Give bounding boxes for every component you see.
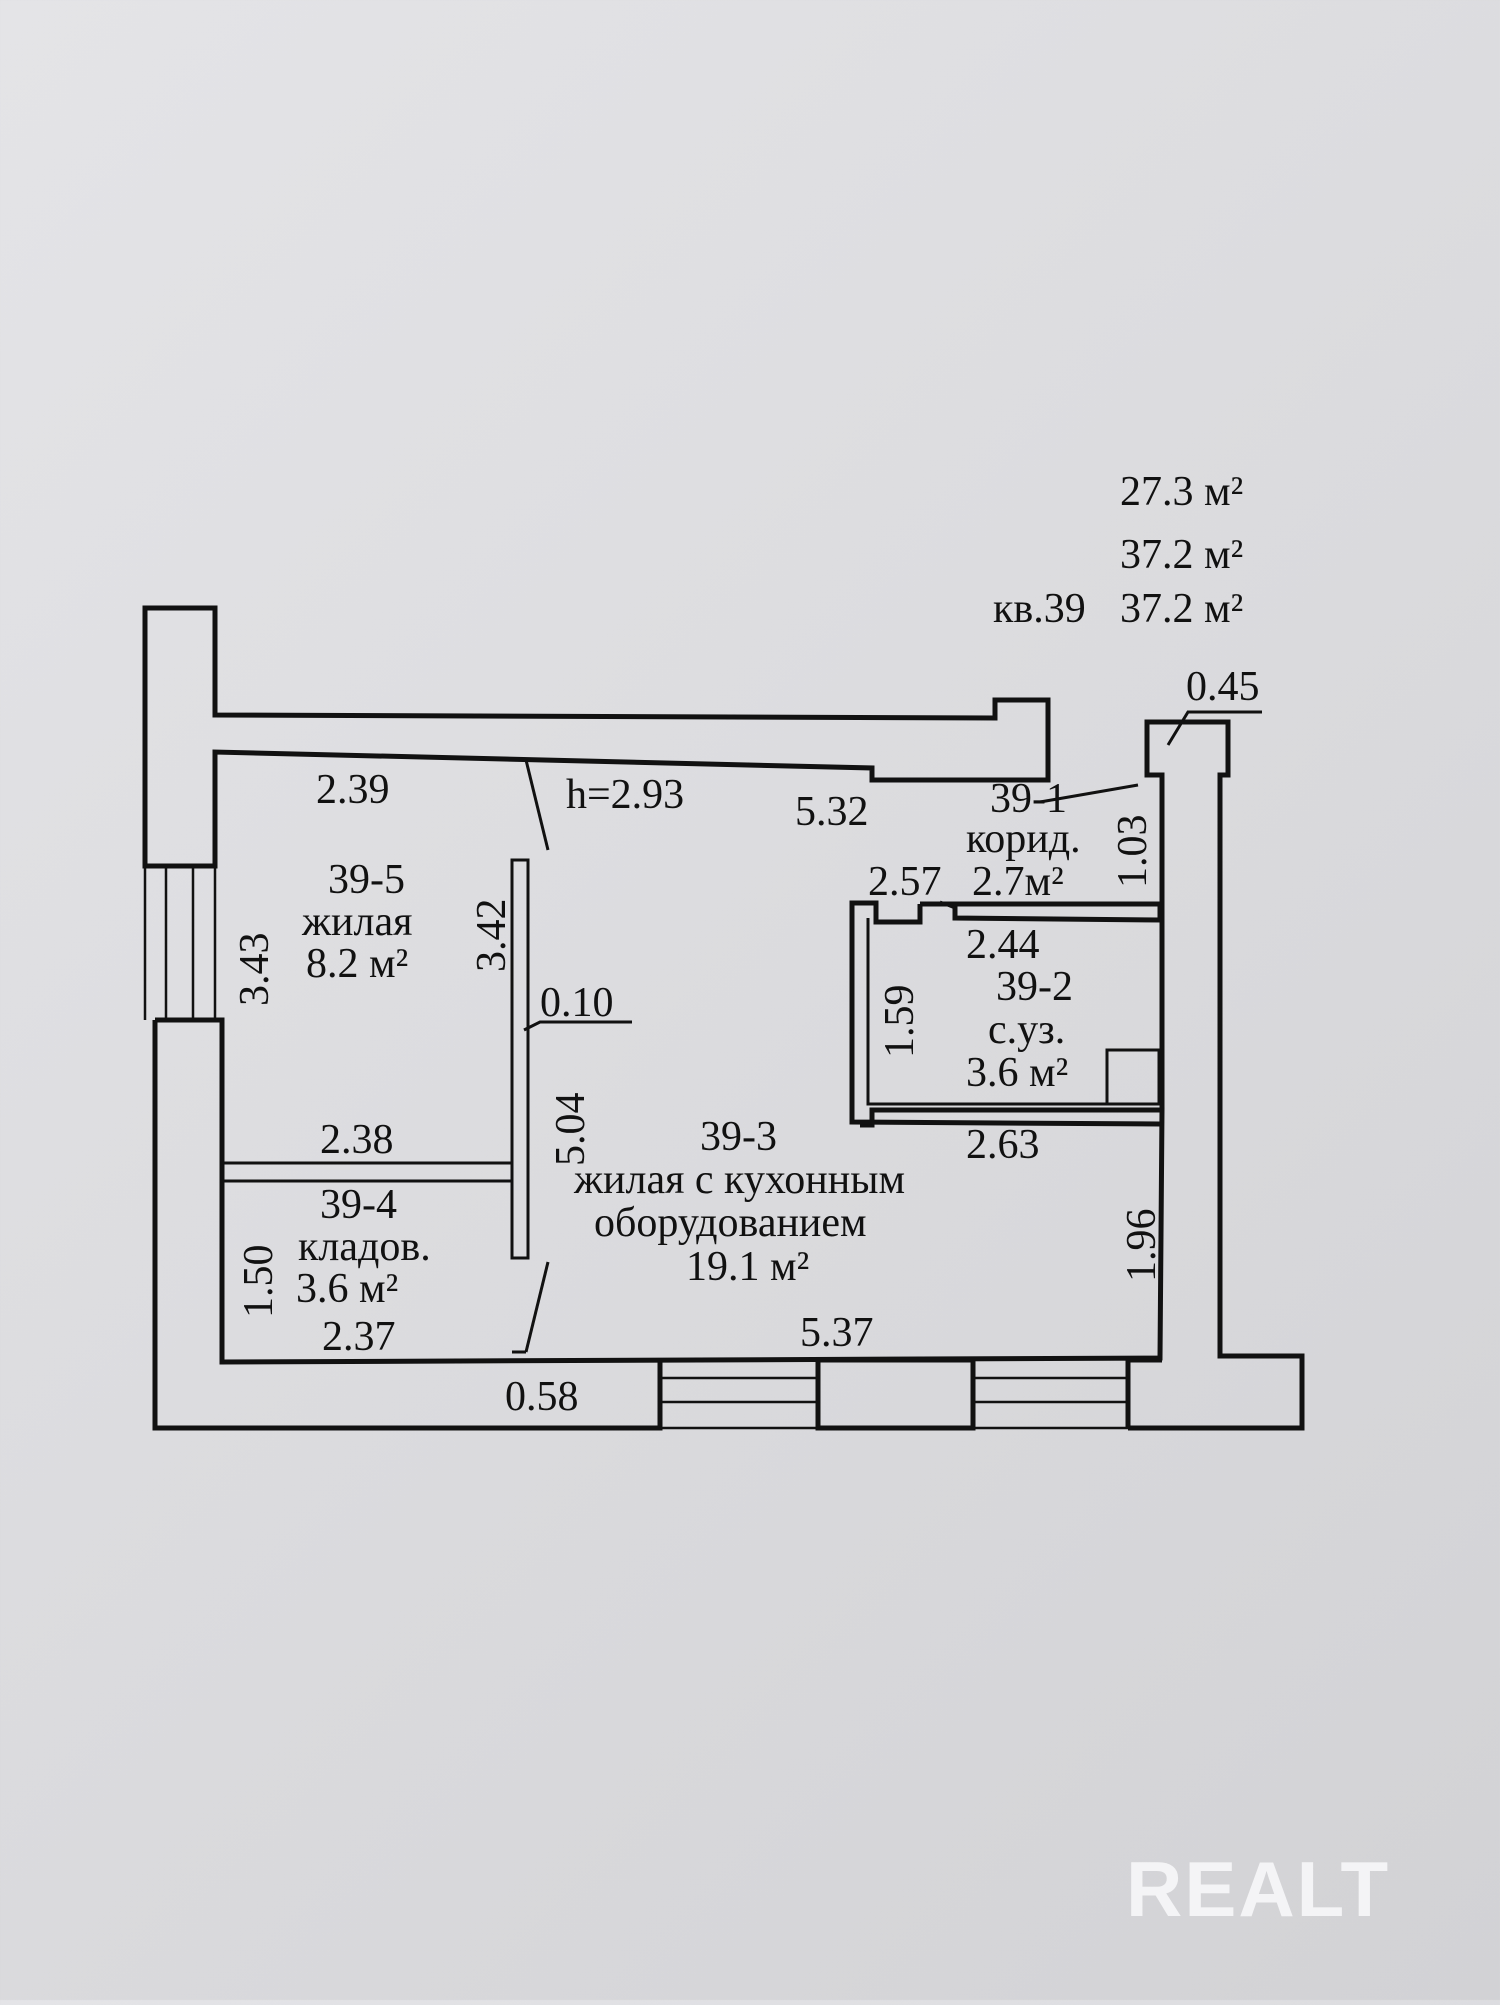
room-39-3-area: 19.1 м² [686, 1244, 809, 1290]
dim-1-59: 1.59 [877, 985, 923, 1059]
room-39-1-id: 39-1 [990, 776, 1067, 822]
dim-5-04: 5.04 [548, 1093, 594, 1167]
room-39-4-name: кладов. [298, 1224, 431, 1270]
apartment-label: кв.39 [993, 586, 1086, 632]
dim-2-37: 2.37 [322, 1314, 396, 1360]
room-39-2-name: с.уз. [988, 1007, 1065, 1053]
dim-2-57: 2.57 [868, 859, 942, 905]
dim-1-96: 1.96 [1119, 1209, 1165, 1283]
wall-bottom-exterior [152, 1020, 663, 1431]
window-bottom-1 [660, 1376, 818, 1430]
wall-right [1125, 719, 1305, 1431]
apartment-area: 37.2 м² [1120, 586, 1243, 632]
wall-storage-top [220, 1161, 514, 1183]
wall-top-left-stub [142, 605, 1051, 869]
dim-0-45: 0.45 [1186, 664, 1260, 710]
door-lower [512, 1261, 550, 1354]
room-39-3-name-line1: жилая с кухонным [573, 1157, 905, 1203]
dim-0-58: 0.58 [505, 1374, 579, 1420]
total-area: 37.2 м² [1120, 532, 1243, 578]
wall-bottom-pier [815, 1357, 976, 1431]
wall-partition-vertical [510, 858, 530, 1260]
dim-2-63: 2.63 [966, 1122, 1040, 1168]
door-upper [512, 758, 550, 851]
leader-0-45 [1166, 710, 1262, 746]
dim-3-42: 3.42 [469, 899, 515, 973]
room-39-4-area: 3.6 м² [296, 1266, 398, 1312]
room-39-5-area: 8.2 м² [306, 941, 408, 987]
dim-5-32: 5.32 [795, 789, 869, 835]
room-39-5-name: жилая [301, 899, 412, 945]
room-39-1-name: корид. [966, 816, 1081, 862]
leader-0-10 [523, 1020, 632, 1032]
leader-39-1 [1039, 783, 1139, 804]
room-39-2-id: 39-2 [996, 964, 1073, 1010]
room-39-4-id: 39-4 [320, 1182, 397, 1228]
room-39-1-area: 2.7м² [972, 859, 1064, 905]
window-bottom-2 [973, 1376, 1128, 1430]
wall-bathroom [849, 900, 1163, 1127]
dim-1-50: 1.50 [236, 1245, 282, 1319]
room-39-3-name-line2: оборудованием [594, 1200, 867, 1246]
dim-2-38: 2.38 [320, 1117, 394, 1163]
dim-0-10: 0.10 [540, 980, 614, 1026]
living-area-total: 27.3 м² [1120, 469, 1243, 515]
dim-3-43: 3.43 [232, 933, 278, 1007]
dim-2-44: 2.44 [966, 922, 1040, 968]
room-39-5-id: 39-5 [328, 857, 405, 903]
dim-5-37: 5.37 [800, 1310, 874, 1356]
realt-watermark-logo: REALT [1126, 1845, 1390, 1933]
bathroom-fixture [1105, 1048, 1161, 1106]
wall-bathroom-inner [866, 918, 1160, 1106]
dim-1-03: 1.03 [1110, 815, 1156, 889]
dim-2-39: 2.39 [316, 767, 390, 813]
window-left [143, 866, 217, 1020]
ceiling-height: h=2.93 [566, 772, 684, 818]
room-39-3-id: 39-3 [700, 1114, 777, 1160]
room-39-2-area: 3.6 м² [966, 1050, 1068, 1096]
leader-2-57 [939, 900, 956, 910]
